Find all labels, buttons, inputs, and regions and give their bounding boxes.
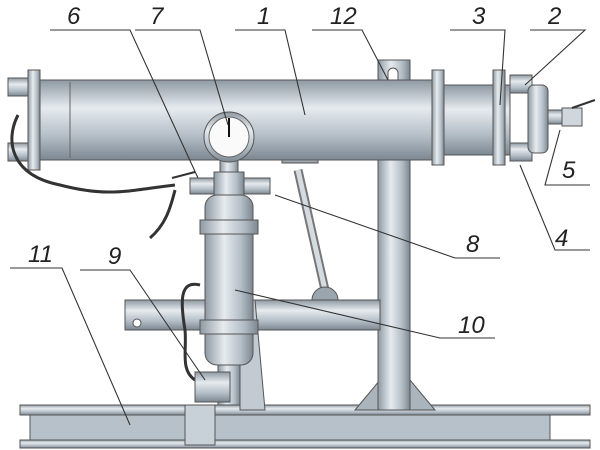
pressure-gauge <box>203 111 255 181</box>
label-8: 8 <box>466 231 480 258</box>
label-10: 10 <box>458 312 485 339</box>
label-7: 7 <box>150 3 165 30</box>
label-1: 1 <box>257 3 270 30</box>
label-11: 11 <box>28 241 53 268</box>
base-beam <box>19 404 591 449</box>
strut <box>281 154 339 301</box>
leader-lines <box>10 29 590 426</box>
main-cylinder <box>7 69 596 171</box>
valve-9 <box>194 371 231 403</box>
label-12: 12 <box>330 3 357 30</box>
label-6: 6 <box>67 3 81 30</box>
accumulator <box>199 194 259 406</box>
label-9: 9 <box>108 243 121 270</box>
hoses <box>10 114 201 382</box>
label-4: 4 <box>555 225 568 252</box>
label-2: 2 <box>547 3 561 30</box>
label-5: 5 <box>562 157 576 184</box>
label-3: 3 <box>472 3 486 30</box>
